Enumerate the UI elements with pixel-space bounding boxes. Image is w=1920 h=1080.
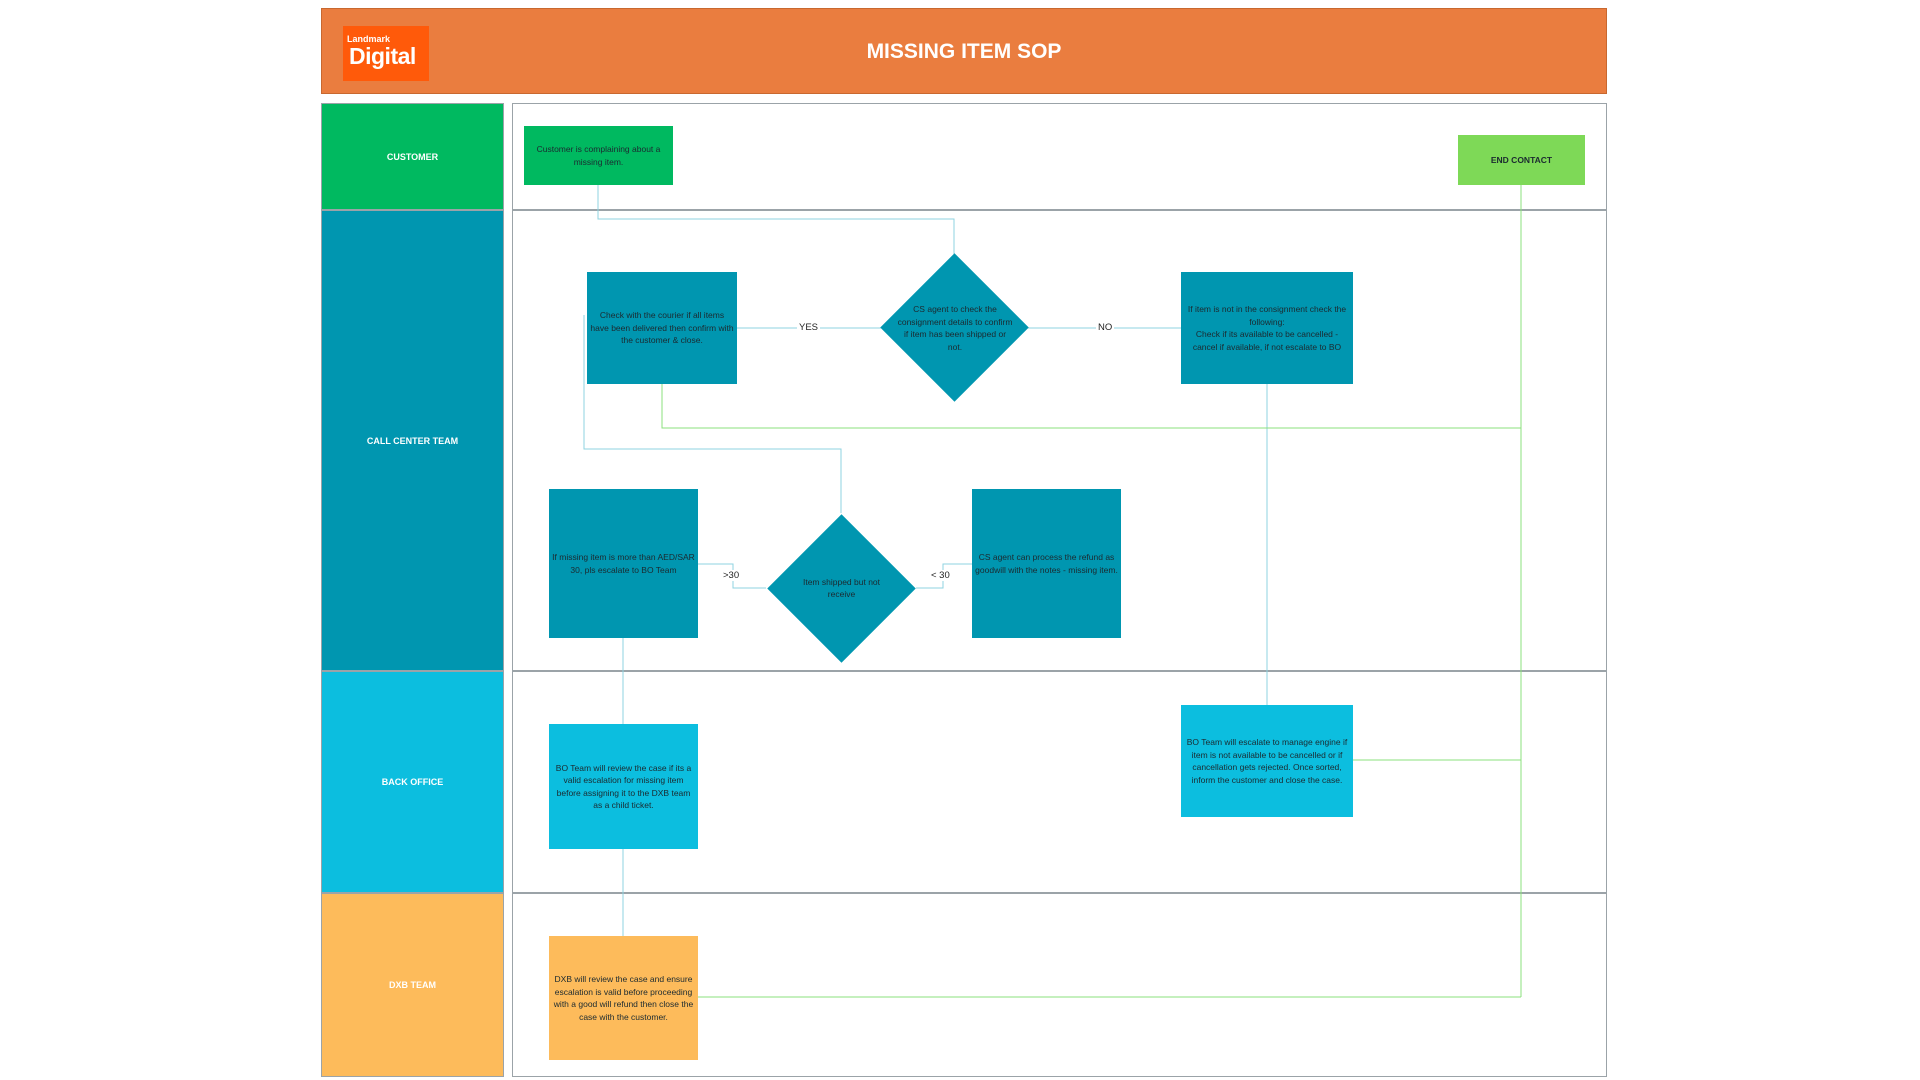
- logo-top-text: Landmark: [347, 34, 391, 44]
- page-title: MISSING ITEM SOP: [866, 40, 1062, 63]
- node-goodwill-refund: CS agent can process the refund as goodw…: [972, 489, 1121, 638]
- landmark-digital-logo: Landmark Digital: [343, 26, 429, 81]
- lane-dxb-team: DXB TEAM: [321, 893, 504, 1077]
- lane-customer: CUSTOMER: [321, 103, 504, 210]
- edge-label-lt30: < 30: [929, 570, 952, 581]
- node-more-than-30: If missing item is more than AED/SAR 30,…: [549, 489, 698, 638]
- panel-customer: [512, 103, 1607, 210]
- edge-label-gt30: >30: [721, 570, 742, 581]
- header-bar: [321, 8, 1607, 94]
- node-bo-review: BO Team will review the case if its a va…: [549, 724, 698, 849]
- lane-back-office: BACK OFFICE: [321, 671, 504, 893]
- lane-call-center: CALL CENTER TEAM: [321, 210, 504, 671]
- node-check-courier: Check with the courier if all items have…: [587, 272, 737, 384]
- connector-complaint-to-cs-check: [597, 185, 955, 254]
- edge-label-no: NO: [1096, 322, 1115, 333]
- node-dxb-review: DXB will review the case and ensure esca…: [549, 936, 698, 1060]
- node-end-contact: END CONTACT: [1458, 135, 1585, 185]
- edge-label-yes: YES: [797, 322, 821, 333]
- decision-cs-check-consignment-text: CS agent to check the consignment detail…: [897, 304, 1013, 352]
- connector-check-courier-to-end: [661, 384, 1521, 429]
- connector-check-courier-to-shipped: [583, 315, 842, 513]
- node-not-in-consignment: If item is not in the consignment check …: [1181, 272, 1353, 384]
- logo-bottom-text: Digital: [349, 43, 416, 69]
- node-customer-complaint: Customer is complaining about a missing …: [524, 126, 673, 185]
- node-bo-escalate-engine: BO Team will escalate to manage engine i…: [1181, 705, 1353, 817]
- decision-shipped-not-received-text: Item shipped but not receive: [802, 576, 881, 600]
